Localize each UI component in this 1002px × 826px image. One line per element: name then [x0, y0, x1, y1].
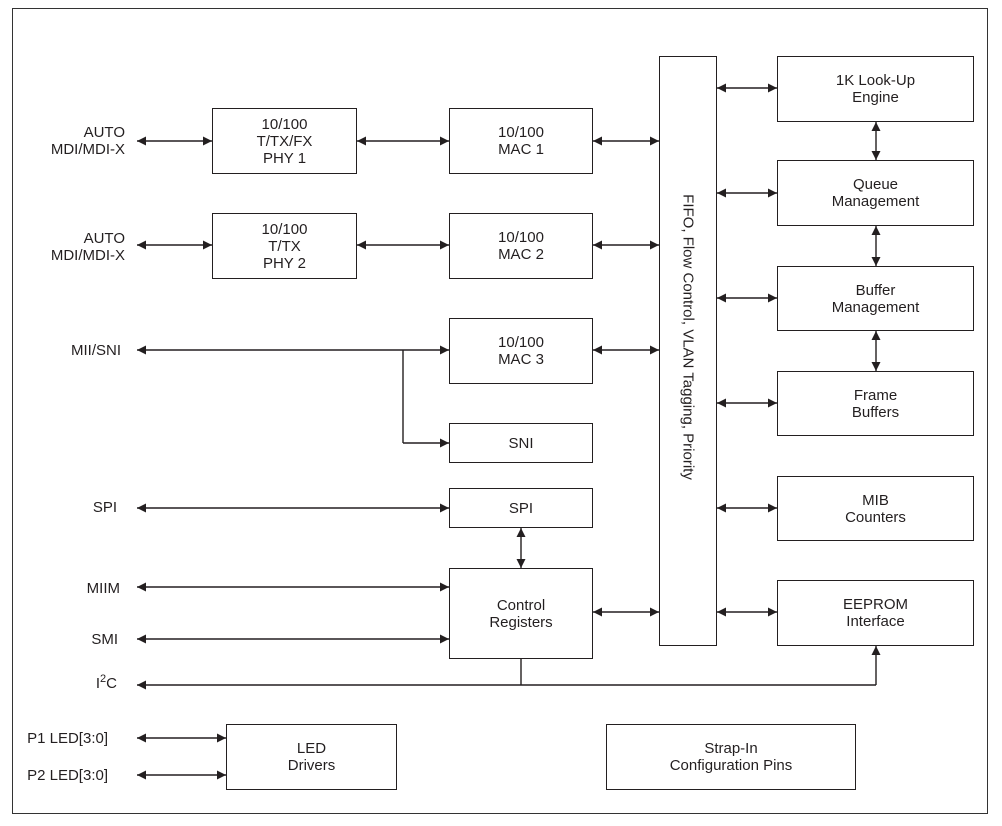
port-label-spi: SPI — [92, 499, 117, 516]
port-label-miim: MIIM — [86, 580, 120, 597]
port-label-mii-sni: MII/SNI — [70, 342, 121, 359]
diagram-frame — [12, 8, 988, 814]
port-label-smi: SMI — [91, 631, 118, 648]
sni-block: SNI — [449, 423, 593, 463]
port-label-p1-led: P1 LED[3:0] — [27, 730, 108, 747]
port-label-i2c: I2C — [95, 673, 117, 693]
fifo-block — [659, 56, 717, 646]
spi-block: SPI — [449, 488, 593, 528]
port-label-p2-led: P2 LED[3:0] — [27, 767, 108, 784]
